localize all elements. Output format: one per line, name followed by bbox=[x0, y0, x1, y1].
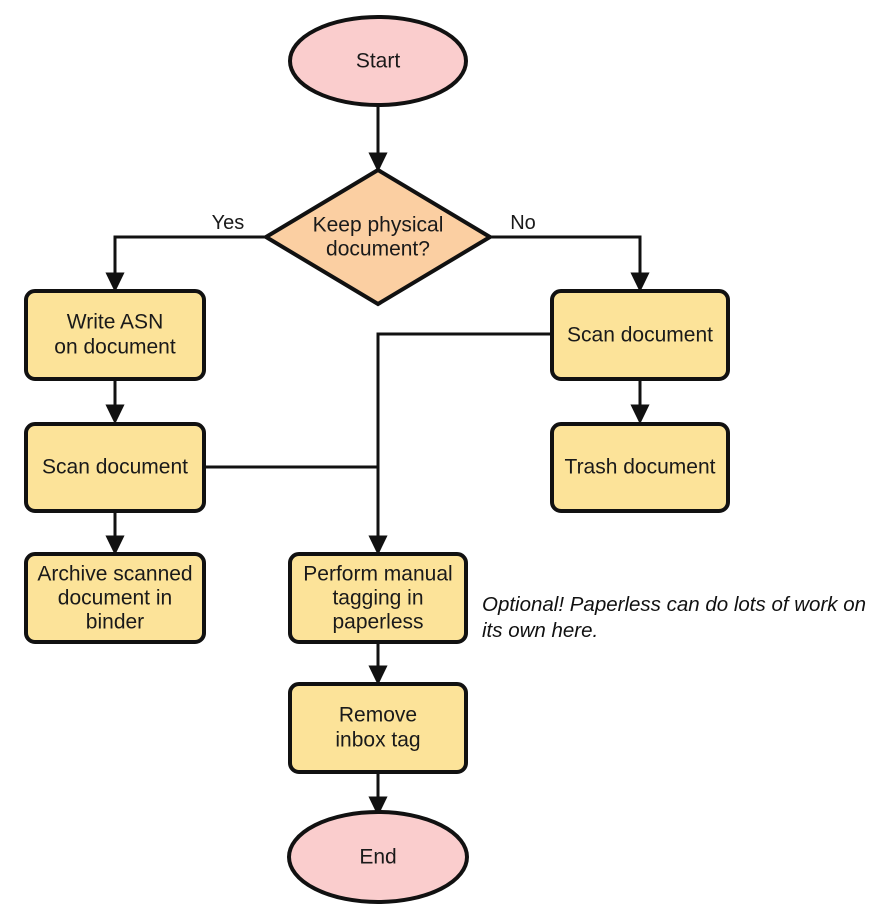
start-ellipse bbox=[288, 15, 468, 107]
edge-decision-no-to-scan-right bbox=[490, 235, 650, 293]
decision-label-line1: Keep physical bbox=[313, 214, 444, 237]
note-optional: Optional! Paperless can do lots of work … bbox=[482, 593, 866, 642]
remove-inbox-box bbox=[288, 682, 468, 774]
scan-left-box bbox=[24, 422, 206, 513]
node-remove-inbox-tag[interactable]: Remove inbox tag bbox=[288, 682, 468, 774]
node-scan-document-right[interactable]: Scan document bbox=[550, 289, 730, 381]
tagging-label-line3: paperless bbox=[332, 611, 423, 634]
remove-inbox-label-line1: Remove bbox=[339, 704, 417, 727]
scan-right-box bbox=[550, 289, 730, 381]
scan-left-label: Scan document bbox=[42, 456, 188, 479]
archive-label-line2: document in bbox=[58, 587, 172, 610]
archive-box bbox=[24, 552, 206, 644]
write-asn-label-line1: Write ASN bbox=[67, 311, 163, 334]
end-label: End bbox=[359, 846, 396, 869]
trash-label: Trash document bbox=[565, 456, 716, 479]
archive-label-line1: Archive scanned bbox=[37, 563, 192, 586]
node-write-asn[interactable]: Write ASN on document bbox=[24, 289, 206, 381]
node-decision-keep-physical-document[interactable]: Keep physical document? bbox=[262, 167, 494, 307]
end-ellipse bbox=[287, 810, 469, 904]
archive-label-line3: binder bbox=[86, 611, 144, 634]
node-scan-document-left[interactable]: Scan document bbox=[24, 422, 206, 513]
tagging-box bbox=[288, 552, 468, 644]
node-trash-document[interactable]: Trash document bbox=[550, 422, 730, 513]
note-optional-line1: Optional! Paperless can do lots of work … bbox=[482, 593, 866, 616]
node-end[interactable]: End bbox=[287, 810, 469, 904]
decision-label-line2: document? bbox=[326, 238, 430, 261]
edge-label-yes: Yes bbox=[212, 212, 245, 234]
start-label: Start bbox=[356, 50, 401, 73]
tagging-label-line2: tagging in bbox=[332, 587, 423, 610]
trash-box bbox=[550, 422, 730, 513]
write-asn-box bbox=[24, 289, 206, 381]
edge-decision-yes-to-write-asn bbox=[105, 235, 266, 293]
node-perform-manual-tagging[interactable]: Perform manual tagging in paperless bbox=[288, 552, 468, 644]
decision-diamond bbox=[262, 167, 494, 307]
edge-scan-right-to-tagging bbox=[368, 332, 552, 556]
node-start[interactable]: Start bbox=[288, 15, 468, 107]
tagging-label-line1: Perform manual bbox=[303, 563, 452, 586]
node-archive-scanned-document[interactable]: Archive scanned document in binder bbox=[24, 552, 206, 644]
edge-label-no: No bbox=[510, 212, 536, 234]
note-optional-line2: its own here. bbox=[482, 619, 598, 642]
remove-inbox-label-line2: inbox tag bbox=[335, 729, 420, 752]
scan-right-label: Scan document bbox=[567, 324, 713, 347]
write-asn-label-line2: on document bbox=[54, 336, 176, 359]
